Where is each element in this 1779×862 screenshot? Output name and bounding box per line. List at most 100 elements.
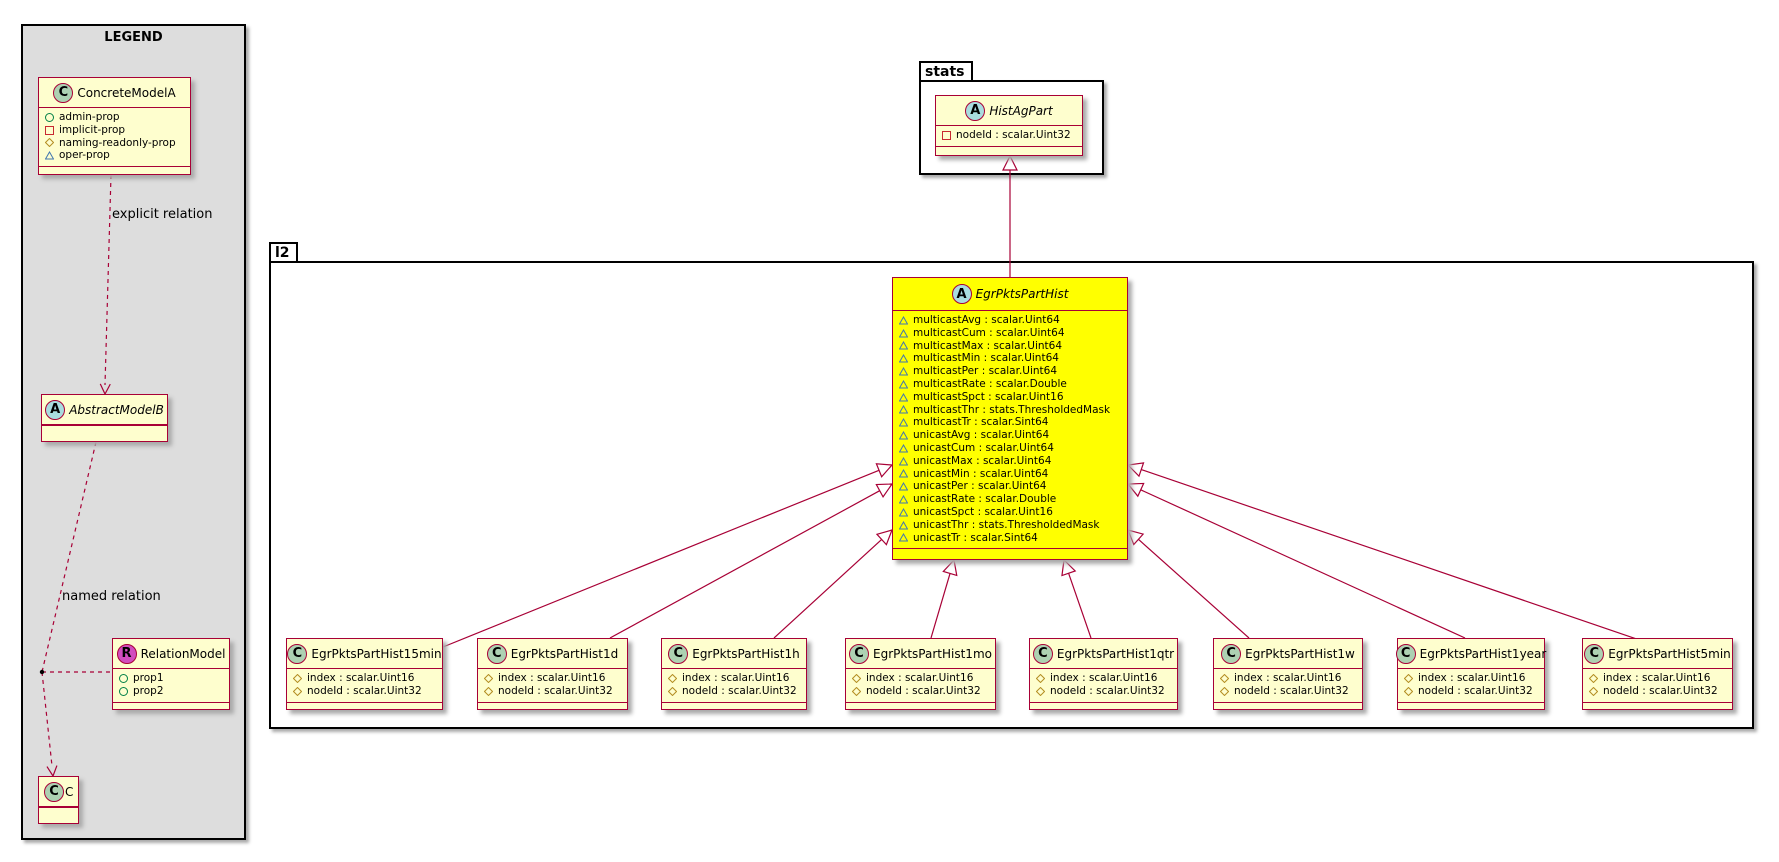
attribute-row: nodeId : scalar.Uint32 xyxy=(1403,685,1538,698)
attribute-row: multicastAvg : scalar.Uint64 xyxy=(898,314,1121,327)
inheritance-line xyxy=(1141,468,1661,648)
class-egrpktsparthist1year[interactable]: C EgrPktsPartHist1year index : scalar.Ui… xyxy=(1395,638,1546,710)
attribute-text: unicastRate : scalar.Double xyxy=(913,493,1057,506)
class-abstract-model-b[interactable]: A AbstractModelB xyxy=(41,394,168,442)
protected-visibility-icon xyxy=(1035,686,1046,696)
class-egrpktsparthist1d[interactable]: C EgrPktsPartHist1d index : scalar.Uint1… xyxy=(477,638,628,710)
attribute-row: unicastPer : scalar.Uint64 xyxy=(898,480,1121,493)
named-relation-line xyxy=(41,441,97,673)
class-c[interactable]: C C xyxy=(38,776,79,824)
named-relation-arrowhead xyxy=(46,765,58,778)
class-egrpktsparthist1qtr[interactable]: C EgrPktsPartHist1qtr index : scalar.Uin… xyxy=(1029,638,1178,710)
class-header: C ConcreteModelA xyxy=(39,78,190,108)
package-visibility-icon xyxy=(898,328,909,338)
package-visibility-icon xyxy=(898,507,909,517)
public-visibility-icon xyxy=(45,112,54,122)
method-compartment xyxy=(846,701,995,710)
attribute-row: nodeId : scalar.Uint32 xyxy=(292,685,436,698)
explicit-relation-arrowhead xyxy=(99,383,111,396)
attribute-text: nodeId : scalar.Uint32 xyxy=(682,684,797,697)
public-visibility-icon xyxy=(119,686,128,696)
method-compartment xyxy=(1398,701,1544,710)
abstract-badge-icon: A xyxy=(965,100,986,121)
public-visibility-icon xyxy=(119,673,128,683)
attribute-row: index : scalar.Uint16 xyxy=(667,672,800,685)
class-badge-icon: C xyxy=(44,781,64,802)
attribute-list: nodeId : scalar.Uint32 xyxy=(936,126,1082,146)
method-compartment xyxy=(1583,701,1732,710)
package-visibility-icon xyxy=(44,151,55,160)
protected-visibility-icon xyxy=(667,686,678,696)
attribute-row: index : scalar.Uint16 xyxy=(1588,672,1726,685)
attribute-row: prop1 xyxy=(119,672,223,685)
inheritance-line xyxy=(1068,573,1092,639)
package-visibility-icon xyxy=(898,443,909,453)
named-relation-label: named relation xyxy=(62,589,161,604)
attribute-text: unicastMax : scalar.Uint64 xyxy=(913,454,1052,467)
attribute-row: unicastCum : scalar.Uint64 xyxy=(898,442,1121,455)
protected-visibility-icon xyxy=(1035,673,1046,684)
attribute-row: index : scalar.Uint16 xyxy=(851,672,989,685)
class-egrpktsparthist5min[interactable]: C EgrPktsPartHist5min index : scalar.Uin… xyxy=(1582,638,1733,710)
attribute-text: unicastThr : stats.ThresholdedMask xyxy=(913,518,1100,531)
inheritance-line xyxy=(1140,489,1466,639)
inheritance-arrowhead xyxy=(942,558,958,577)
named-relation-line xyxy=(41,671,53,767)
attribute-row: prop2 xyxy=(119,685,223,698)
protected-visibility-icon xyxy=(1219,686,1230,696)
class-egr-pkts-part-hist[interactable]: A EgrPktsPartHist multicastAvg : scalar.… xyxy=(892,277,1128,560)
attribute-row: multicastMax : scalar.Uint64 xyxy=(898,340,1121,353)
class-name: EgrPktsPartHist1qtr xyxy=(1056,646,1175,661)
package-visibility-icon xyxy=(898,418,909,427)
class-header: C C xyxy=(39,777,78,807)
method-compartment xyxy=(1030,701,1177,710)
attribute-row: index : scalar.Uint16 xyxy=(1403,672,1538,685)
protected-visibility-icon xyxy=(1403,673,1414,684)
class-egrpktsparthist1h[interactable]: C EgrPktsPartHist1h index : scalar.Uint1… xyxy=(661,638,807,710)
protected-visibility-icon xyxy=(483,686,494,696)
protected-visibility-icon xyxy=(292,673,303,684)
attribute-row: oper-prop xyxy=(44,149,184,162)
attribute-text: unicastAvg : scalar.Uint64 xyxy=(913,429,1050,442)
class-name: EgrPktsPartHist5min xyxy=(1608,646,1731,661)
attribute-row: unicastSpct : scalar.Uint16 xyxy=(898,506,1121,519)
class-hist-ag-part[interactable]: A HistAgPart nodeId : scalar.Uint32 xyxy=(935,95,1083,156)
class-header: C EgrPktsPartHist1mo xyxy=(846,639,995,669)
inheritance-line xyxy=(609,490,881,639)
protected-visibility-icon xyxy=(851,673,862,684)
class-header: C EgrPktsPartHist1year xyxy=(1395,639,1546,669)
class-name: EgrPktsPartHist1h xyxy=(692,646,800,661)
package-visibility-icon xyxy=(898,405,909,414)
class-egrpktsparthist1mo[interactable]: C EgrPktsPartHist1mo index : scalar.Uint… xyxy=(845,638,996,710)
attribute-text: index : scalar.Uint16 xyxy=(1234,672,1342,684)
class-header: C EgrPktsPartHist1qtr xyxy=(1030,639,1177,669)
package-visibility-icon xyxy=(898,456,909,466)
package-visibility-icon xyxy=(898,533,909,542)
attribute-row: index : scalar.Uint16 xyxy=(1219,672,1356,685)
class-badge-icon: C xyxy=(486,643,507,664)
class-header: A HistAgPart xyxy=(936,96,1082,126)
class-egrpktsparthist1w[interactable]: C EgrPktsPartHist1w index : scalar.Uint1… xyxy=(1213,638,1363,710)
attribute-row: naming-readonly-prop xyxy=(44,137,184,150)
explicit-relation-line xyxy=(104,174,112,386)
protected-visibility-icon xyxy=(1588,686,1599,696)
class-egrpktsparthist15min[interactable]: C EgrPktsPartHist15min index : scalar.Ui… xyxy=(286,638,443,710)
class-badge-icon: C xyxy=(1395,643,1416,664)
class-badge-icon: C xyxy=(849,643,870,664)
attribute-text: unicastPer : scalar.Uint64 xyxy=(913,480,1047,493)
inheritance-line xyxy=(930,573,951,639)
protected-visibility-icon xyxy=(483,673,494,684)
attribute-text: multicastRate : scalar.Double xyxy=(913,377,1067,390)
attribute-row: admin-prop xyxy=(45,111,184,124)
explicit-relation-label: explicit relation xyxy=(112,207,213,222)
method-compartment xyxy=(39,807,78,816)
class-badge-icon: C xyxy=(668,643,689,664)
attribute-row: unicastAvg : scalar.Uint64 xyxy=(898,429,1121,442)
attribute-text: nodeId : scalar.Uint32 xyxy=(1050,684,1165,697)
class-header: C EgrPktsPartHist1h xyxy=(662,639,806,669)
